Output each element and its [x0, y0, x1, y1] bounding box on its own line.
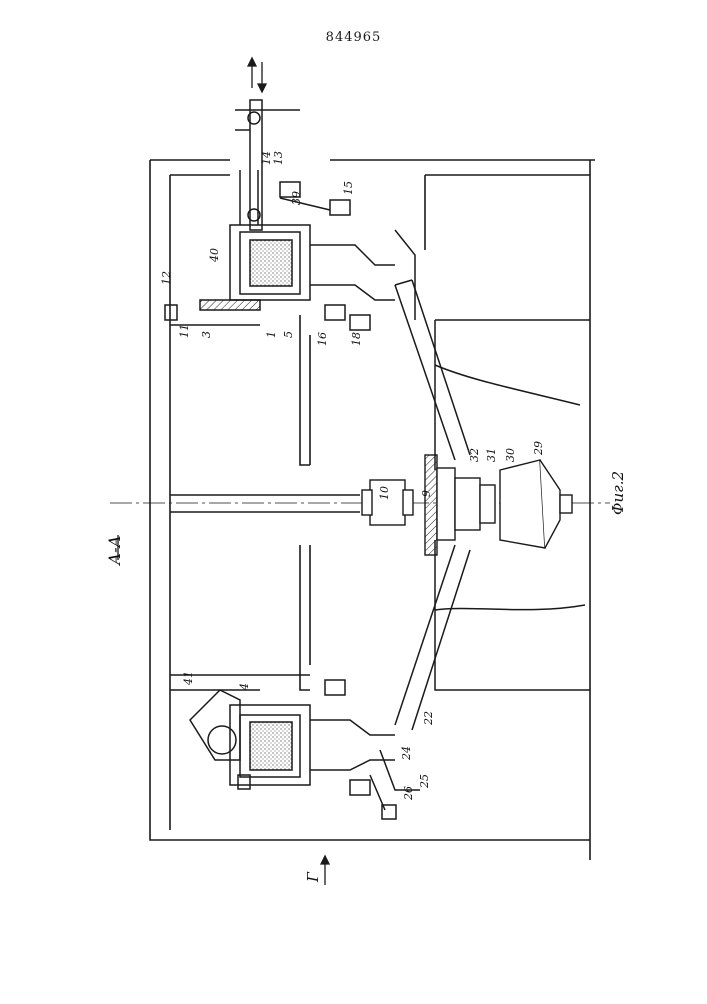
part-label: 39 [290, 191, 303, 205]
section-label: А-А [105, 535, 124, 566]
part-label: 12 [160, 271, 173, 285]
part-label: 10 [378, 486, 391, 500]
part-label: 32 [468, 448, 481, 462]
part-label: 15 [342, 181, 355, 195]
part-label: 5 [282, 331, 295, 338]
part-label: 13 [272, 151, 285, 165]
part-label: 31 [485, 448, 498, 462]
part-label: 4 [238, 683, 251, 691]
part-label: 14 [260, 151, 273, 165]
part-label: 22 [422, 711, 435, 726]
view-arrow-label: Г [304, 871, 322, 883]
part-label: 16 [316, 332, 329, 346]
figure-caption: Фиг.2 [609, 471, 627, 515]
part-label: 18 [350, 332, 363, 346]
part-label: 40 [208, 248, 221, 263]
part-label: 11 [178, 324, 191, 338]
part-label: 25 [418, 774, 431, 789]
part-label: 9 [420, 490, 433, 497]
part-label: 1 [265, 331, 278, 338]
document-number: 844965 [0, 30, 707, 45]
part-label: 26 [402, 786, 415, 801]
part-label: 3 [200, 331, 213, 338]
part-label: 30 [504, 448, 517, 462]
part-label: 24 [400, 746, 413, 761]
part-label: 29 [532, 441, 545, 456]
part-label: 41 [182, 671, 195, 686]
